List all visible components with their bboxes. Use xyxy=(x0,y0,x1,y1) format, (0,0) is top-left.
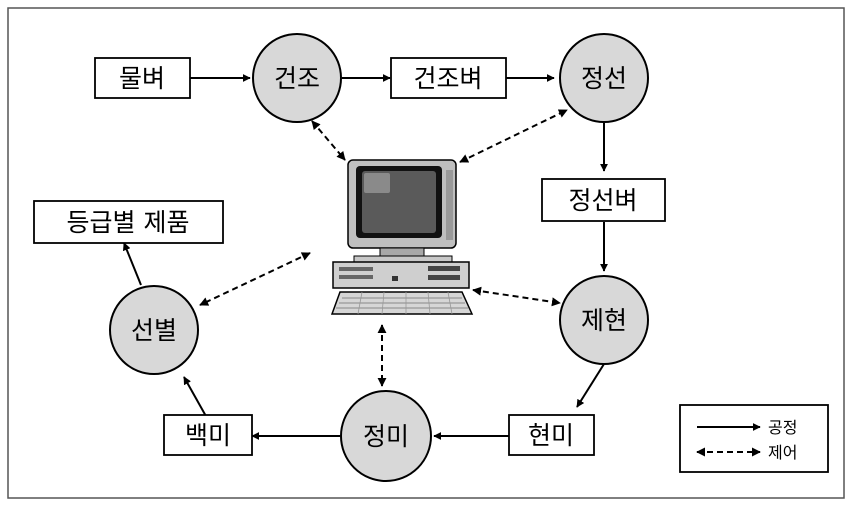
product-box-graded-product: 등급별 제품 xyxy=(33,200,224,244)
arrow-husking-to-brown-rice xyxy=(576,363,605,408)
product-box-dried-paddy-label: 건조벼 xyxy=(413,64,482,93)
product-box-paddy: 물벼 xyxy=(94,57,191,99)
process-node-polishing-label: 정미 xyxy=(363,422,409,451)
arrow-sorting-to-graded-product xyxy=(122,242,142,286)
product-box-white-rice: 백미 xyxy=(163,414,253,456)
product-box-white-rice-label: 백미 xyxy=(185,421,231,450)
legend: 공정 제어 xyxy=(679,404,829,473)
process-node-husking-label: 제현 xyxy=(581,306,627,335)
product-box-graded-product-label: 등급별 제품 xyxy=(67,208,190,237)
legend-box xyxy=(679,404,829,473)
process-node-husking: 제현 xyxy=(559,275,649,365)
legend-control-label: 제어 xyxy=(768,443,797,462)
process-node-sorting: 선별 xyxy=(109,285,199,375)
process-node-hulling: 정선 xyxy=(559,33,649,123)
control-arrows xyxy=(199,109,568,387)
process-node-hulling-label: 정선 xyxy=(581,64,627,93)
product-box-brown-rice: 현미 xyxy=(508,414,595,456)
product-box-cleaned-paddy: 정선벼 xyxy=(541,178,666,222)
control-link-husking xyxy=(472,286,561,307)
process-arrows xyxy=(122,74,608,440)
control-link-drying xyxy=(311,120,346,161)
process-node-drying: 건조 xyxy=(252,33,342,123)
product-box-dried-paddy: 건조벼 xyxy=(390,57,507,99)
control-link-sorting xyxy=(199,252,311,306)
process-node-sorting-label: 선별 xyxy=(131,316,177,345)
legend-process-label: 공정 xyxy=(768,418,797,437)
product-box-cleaned-paddy-label: 정선벼 xyxy=(568,186,637,215)
product-box-brown-rice-label: 현미 xyxy=(528,421,574,450)
process-node-drying-label: 건조 xyxy=(274,64,320,93)
arrow-white-rice-to-sorting xyxy=(183,376,208,419)
process-node-polishing: 정미 xyxy=(340,390,432,482)
computer-icon xyxy=(330,159,474,315)
product-box-paddy-label: 물벼 xyxy=(119,64,165,93)
